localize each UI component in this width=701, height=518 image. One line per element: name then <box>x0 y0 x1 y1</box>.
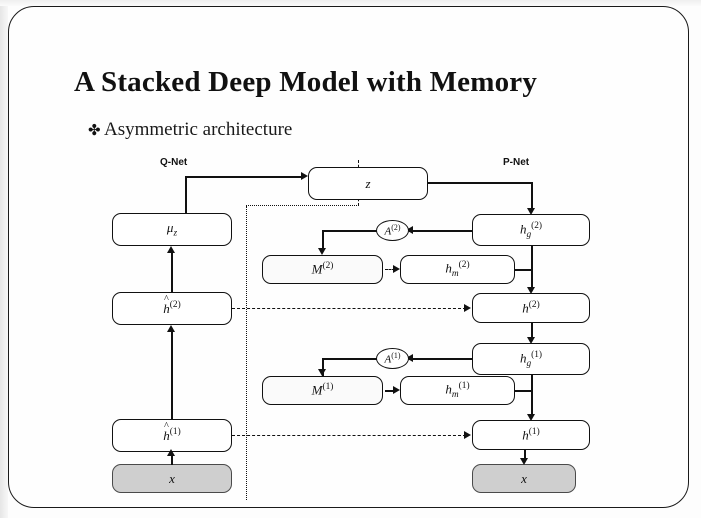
node-h-hat-1-label: h <box>163 428 170 443</box>
edge-hm2-to-trunk <box>515 269 532 271</box>
node-x-output-right-label: x <box>521 470 527 486</box>
node-h-g-1[interactable]: hg(1) <box>472 343 590 375</box>
node-h-1-sup: (1) <box>528 426 540 437</box>
node-memory-2-label: M <box>311 261 323 277</box>
edge-a1-to-m1-v <box>322 358 324 376</box>
edge-x-to-hhat1 <box>171 455 173 465</box>
node-h-hat-2-label: h <box>163 301 170 316</box>
node-h-1-label: h <box>522 427 529 443</box>
node-x-output-right[interactable]: x <box>472 464 576 493</box>
arrow-z-to-hg2 <box>527 208 535 215</box>
node-h-hat-1-sup: (1) <box>169 427 181 438</box>
node-attention-1[interactable]: A(1) <box>376 348 409 369</box>
node-memory-1-label: M <box>311 382 323 398</box>
node-attention-1-sup: (1) <box>391 351 401 361</box>
q-p-divider-line <box>246 206 247 500</box>
node-h-2-label: h <box>522 300 529 316</box>
edge-muz-to-z <box>185 176 302 178</box>
node-h-hat-2-sup: (2) <box>169 300 181 311</box>
node-attention-1-label: A <box>384 353 392 366</box>
arrow-a1-to-m1 <box>318 369 326 376</box>
node-mu-z-label: μ <box>166 220 174 236</box>
node-memory-1[interactable]: M(1) <box>262 376 383 405</box>
node-h-m-1-label: h <box>445 381 452 397</box>
node-memory-1-sup: (1) <box>322 382 334 393</box>
node-memory-2-sup: (2) <box>322 261 334 272</box>
node-x-input-left[interactable]: x <box>112 464 232 493</box>
node-attention-2-sup: (2) <box>391 223 401 233</box>
node-h-m-1-sub: m <box>451 389 459 400</box>
edge-hg1-to-a1 <box>409 358 472 360</box>
arrow-hhat1-to-h1 <box>464 431 471 439</box>
edge-m2-to-hm2 <box>385 269 395 270</box>
arrow-hhat2-to-muz <box>167 246 175 253</box>
node-h-m-2[interactable]: hm(2) <box>400 255 515 284</box>
node-h-hat-1[interactable]: h(1) <box>112 419 232 452</box>
arrow-hhat1-to-hhat2 <box>167 325 175 332</box>
arrow-hg1-to-a1 <box>406 354 413 362</box>
edge-a1-to-m1-h <box>322 358 377 360</box>
edge-muz-up <box>185 176 187 214</box>
page-top-edge <box>0 0 701 6</box>
node-h-m-1[interactable]: hm(1) <box>400 376 515 405</box>
arrow-m1-to-hm1 <box>393 386 400 394</box>
bullet-item-label: Asymmetric architecture <box>104 119 293 140</box>
edge-m1-to-hm1 <box>385 390 394 392</box>
edge-hhat1-to-hhat2 <box>171 330 173 419</box>
edge-hhat1-to-h1-dashed <box>232 435 466 436</box>
edge-hhat2-to-muz <box>171 251 173 292</box>
node-h-m-2-sup: (2) <box>458 260 470 271</box>
arrow-hhat2-to-h2 <box>464 304 471 312</box>
edge-hg1-to-h1 <box>531 375 533 416</box>
arrow-hg1-to-h1 <box>527 414 535 421</box>
node-h-1[interactable]: h(1) <box>472 420 590 450</box>
node-h-g-2[interactable]: hg(2) <box>472 214 590 246</box>
edge-a2-to-m2-v <box>322 230 324 249</box>
arrow-x-to-hhat1 <box>167 449 175 456</box>
node-h-g-1-label: h <box>519 349 527 365</box>
node-h-g-2-label: h <box>519 220 527 236</box>
arrow-hg2-to-h2 <box>527 287 535 294</box>
edge-hm1-to-trunk <box>515 390 532 392</box>
node-h-2[interactable]: h(2) <box>472 293 590 323</box>
node-h-hat-2[interactable]: h(2) <box>112 292 232 325</box>
edge-z-down-to-hg2 <box>531 182 533 209</box>
bullet-item: ✤Asymmetric architecture <box>88 119 292 141</box>
edge-h2-to-hg1 <box>531 323 533 339</box>
arrow-m2-to-hm2 <box>393 265 400 273</box>
edge-z-to-pnet <box>428 182 532 184</box>
page-left-edge <box>0 0 8 518</box>
edge-hhat2-to-h2-dashed <box>232 308 466 309</box>
node-h-2-sup: (2) <box>528 299 540 310</box>
divider-top-connector <box>246 205 359 206</box>
node-mu-z-sub: z <box>173 228 178 239</box>
arrow-muz-to-z <box>301 172 308 180</box>
node-h-g-1-sup: (1) <box>531 349 543 360</box>
arrow-h1-to-x-output <box>520 458 528 465</box>
node-attention-2-label: A <box>384 225 392 238</box>
edge-hg2-to-a2 <box>409 230 472 232</box>
arrow-hg2-to-a2 <box>406 226 413 234</box>
node-attention-2[interactable]: A(2) <box>376 220 409 241</box>
arrow-a2-to-m2 <box>318 248 326 255</box>
edge-a2-to-m2-h <box>322 230 377 232</box>
node-h-g-2-sup: (2) <box>531 220 543 231</box>
node-z-label: z <box>365 175 371 191</box>
arrow-h2-to-hg1 <box>527 337 535 344</box>
node-h-g-2-sub: g <box>526 229 532 240</box>
node-x-input-left-label: x <box>169 470 175 486</box>
node-h-g-1-sub: g <box>526 358 532 369</box>
page-title: A Stacked Deep Model with Memory <box>74 66 538 98</box>
node-h-m-2-label: h <box>445 260 452 276</box>
node-z[interactable]: z <box>308 167 428 200</box>
label-p-net: P-Net <box>503 157 530 168</box>
label-q-net: Q-Net <box>160 157 188 168</box>
edge-h1-to-x-output <box>524 450 526 460</box>
node-memory-2[interactable]: M(2) <box>262 255 383 284</box>
edge-hg2-to-h2 <box>531 246 533 289</box>
node-mu-z[interactable]: μz <box>112 213 232 246</box>
node-h-m-2-sub: m <box>451 268 459 279</box>
bullet-marker-icon: ✤ <box>88 123 101 139</box>
node-h-m-1-sup: (1) <box>458 381 470 392</box>
